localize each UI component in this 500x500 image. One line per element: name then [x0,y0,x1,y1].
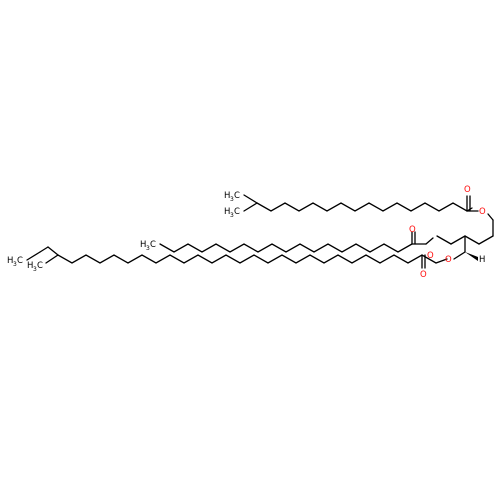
acyl-chain-top [243,194,494,221]
methyl-subscript: 3 [230,212,234,219]
methyl-label-3: H 3 C [140,240,156,252]
methyl-h: H [224,207,230,217]
oxygen-atom: O [420,270,427,280]
atom-labels: H 3 C H 3 C H 3 C H 3 C H 3 C O O O O [7,185,486,280]
glycerol-backbone [425,219,494,261]
methyl-h: H [27,261,33,271]
oxygen-atom: O [464,185,471,195]
methyl-label-4: H 3 C [7,256,23,268]
methyl-c: C [234,191,240,201]
methyl-h: H [140,240,146,250]
methyl-subscript: 3 [230,196,234,203]
methyl-c: C [150,240,156,250]
methyl-label-2: H 3 C [224,207,240,219]
methyl-h: H [224,191,230,201]
oxygen-atom: O [479,207,486,217]
acyl-chain-bottom [26,246,448,269]
oxygen-atom: O [409,225,416,235]
oxygen-atom: O [445,255,452,265]
methyl-subscript: 3 [146,245,150,252]
methyl-label-1: H 3 C [224,191,240,203]
methyl-c: C [17,256,23,266]
acyl-chain-middle [159,231,427,253]
stereo-wedge [465,252,478,261]
methyl-label-5: H 3 C [27,261,43,273]
hydrogen-atom: H [479,255,485,265]
methyl-c: C [234,207,240,217]
methyl-h: H [7,256,13,266]
methyl-c: C [37,261,43,271]
oxygen-atom: O [427,251,434,261]
methyl-subscript: 3 [13,261,17,268]
methyl-subscript: 3 [33,266,37,273]
